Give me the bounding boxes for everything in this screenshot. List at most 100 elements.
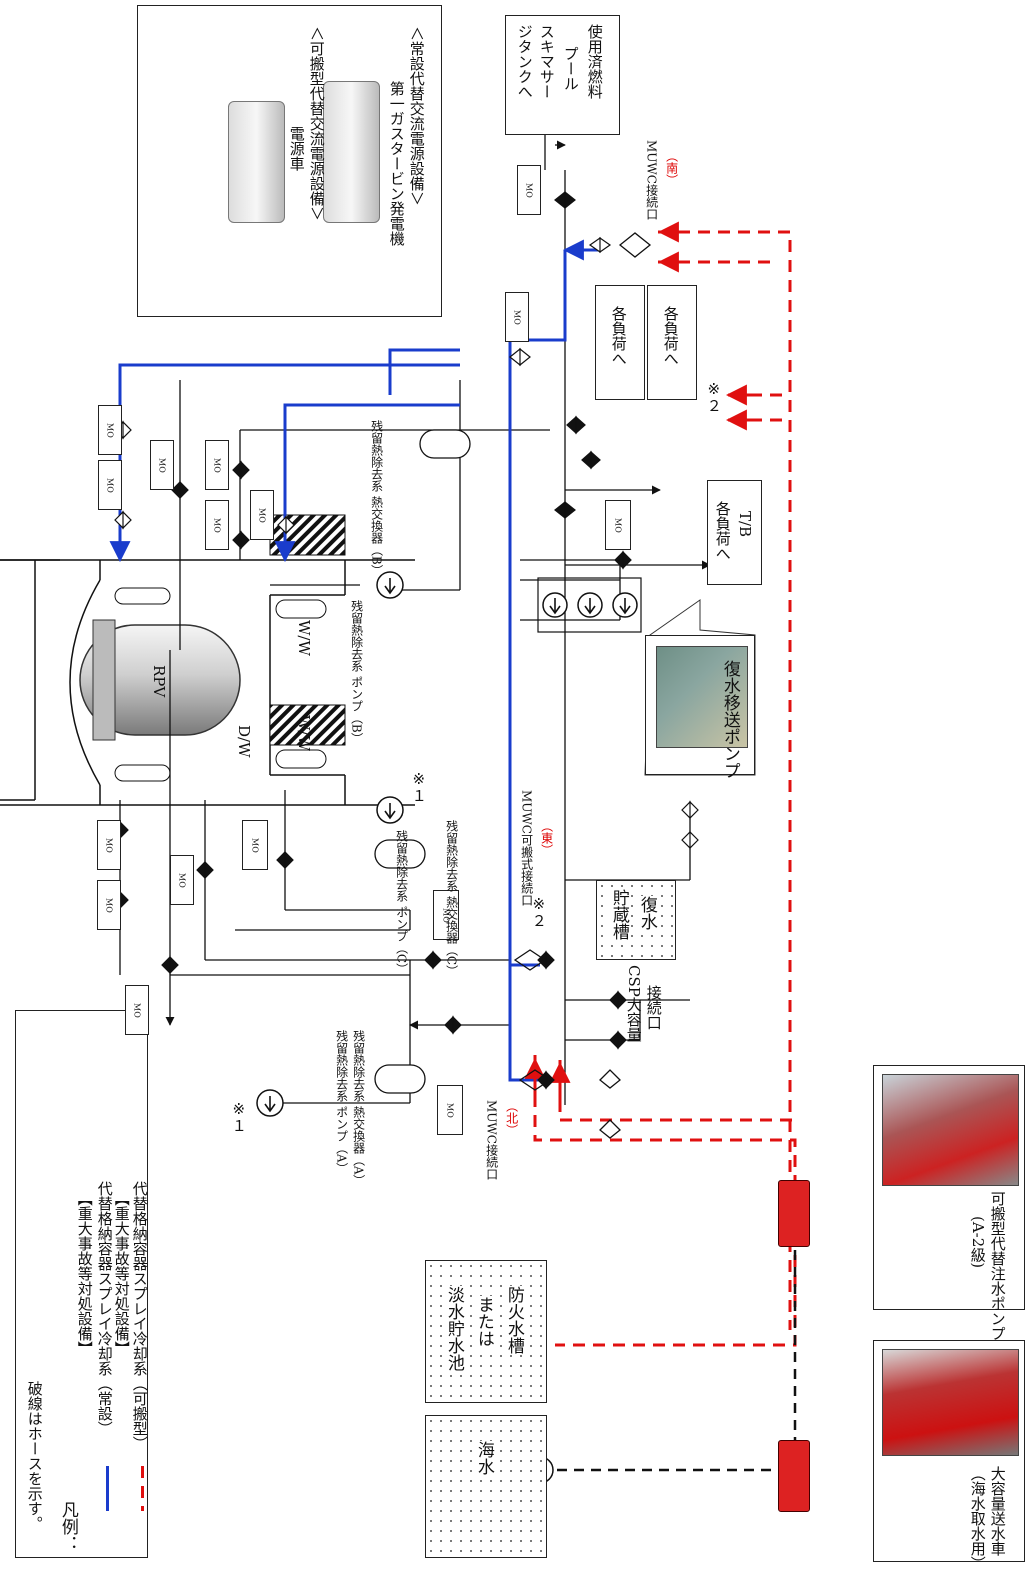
legend-note: 破線はホースを示す。 xyxy=(25,1381,44,1531)
mo-valve: MO xyxy=(433,890,459,940)
rhr-pump-b-label: 残留熱除去系 ポンプ（B） xyxy=(349,600,364,745)
large-truck-label1: 大容量送水車 xyxy=(988,1466,1007,1556)
sfp-line1: 使用済燃料 xyxy=(585,24,604,99)
ww-label-b: W/W xyxy=(294,620,313,656)
tb-load-line1: T/B xyxy=(735,511,754,538)
mo-valve: MO xyxy=(205,440,229,490)
transfer-pump-frame xyxy=(537,577,642,633)
east-connection-sub: （東） xyxy=(539,820,554,856)
transfer-pump-photo-box xyxy=(645,635,755,775)
legend-blue-line xyxy=(106,1466,109,1511)
pump-truck-label1: 可搬型代替注水ポンプ xyxy=(988,1191,1007,1341)
large-truck-photo xyxy=(882,1349,1019,1456)
transfer-pump-label: 復水移送ポンプ xyxy=(719,660,740,779)
mo-valve: MO xyxy=(605,500,631,550)
large-truck-box: （海水取水用） 大容量送水車 xyxy=(873,1340,1025,1571)
pump-truck-label2: (A-2級) xyxy=(968,1216,987,1269)
condensate-line2: 貯蔵槽 xyxy=(608,889,629,940)
containment-walls xyxy=(0,559,415,806)
connectors xyxy=(513,232,652,1139)
valves xyxy=(111,190,699,1090)
mo-valve: MO xyxy=(125,985,149,1035)
south-connection-sub: （南） xyxy=(664,150,679,186)
note1-right: ※１ xyxy=(409,770,428,803)
portable-power-name: 電源車 xyxy=(287,126,306,171)
legend-item2-sub: 【重大事故等対処設備】 xyxy=(112,1191,131,1356)
fire-tank: 淡水貯水池 または 防火水槽 xyxy=(425,1260,547,1403)
rpv-label: RPV xyxy=(149,665,168,698)
mo-valve: MO xyxy=(250,490,274,540)
legend-item1-text: 代替格納容器スプレイ冷却系（常設） xyxy=(95,1181,114,1436)
legend-title: 凡例： xyxy=(57,1501,78,1552)
red-arrowheads xyxy=(524,221,750,1100)
dw-label: D/W xyxy=(234,725,253,758)
rpv-vessel xyxy=(79,619,241,741)
load-box-2: 各負荷へ xyxy=(647,285,697,400)
legend-item2-text: 代替格納容器スプレイ冷却系（可搬型） xyxy=(130,1181,149,1451)
black-hose xyxy=(540,1250,797,1472)
note2-left: ※２ xyxy=(529,895,548,928)
mo-valve: MO xyxy=(437,1085,463,1135)
east-connection-label: MUWC可搬式接続口 xyxy=(519,790,534,906)
mo-valve: MO xyxy=(505,292,529,342)
mo-valve: MO xyxy=(98,460,122,510)
load1-label: 各負荷へ xyxy=(609,306,628,366)
sfp-line2: プール xyxy=(561,46,580,91)
north-connection-sub: （北） xyxy=(504,1100,519,1136)
seawater-tank: 海水 xyxy=(425,1415,547,1558)
legend-box: 凡例： 代替格納容器スプレイ冷却系（常設） 【重大事故等対処設備】 代替格納容器… xyxy=(15,1010,149,1558)
spray-header-lower xyxy=(114,764,171,782)
mo-valve: MO xyxy=(170,855,194,905)
fire-tank-line2: または xyxy=(473,1296,494,1347)
seawater-label: 海水 xyxy=(473,1441,494,1475)
tb-load-box: 各負荷へ T/B xyxy=(707,480,762,585)
mo-valve: MO xyxy=(97,820,121,870)
large-truck-icon xyxy=(778,1440,810,1512)
power-vehicle-image xyxy=(228,101,285,223)
fire-tank-line1: 防火水槽 xyxy=(503,1286,524,1354)
mo-valve: MO xyxy=(242,820,268,870)
legend-item1-sub: 【重大事故等対処設備】 xyxy=(75,1191,94,1356)
gas-turbine-image xyxy=(323,81,380,223)
csp-label-1: CSP大容量 xyxy=(624,965,643,1042)
permanent-power-title: ＜常設代替交流電源設備＞ xyxy=(407,26,426,207)
rhr-hx-b-label: 残留熱除去系 熱交換器（B） xyxy=(369,420,384,577)
fire-tank-line3: 淡水貯水池 xyxy=(443,1286,464,1371)
pump-truck-icon xyxy=(778,1180,810,1247)
note1-left: ※１ xyxy=(229,1100,248,1133)
mo-valve: MO xyxy=(98,405,122,455)
spray-header-upper xyxy=(114,587,171,605)
portable-power-title: ＜可搬型代替交流電源設備＞ xyxy=(307,26,326,222)
south-connection-label: MUWC接続口 xyxy=(644,140,659,220)
rhr-hx-c-label: 残留熱除去系 熱交換器（C） xyxy=(444,820,459,977)
note2-right: ※２ xyxy=(704,380,723,413)
rhr-pump-a-label: 残留熱除去系 ポンプ（A） xyxy=(334,1030,349,1175)
large-truck-label2: （海水取水用） xyxy=(968,1466,987,1571)
condensate-tank: 貯蔵槽 復水 xyxy=(596,880,676,960)
csp-label-2: 接続口 xyxy=(644,985,663,1030)
pump-arrows xyxy=(264,578,631,1480)
ww-label-c: W/W xyxy=(294,715,313,751)
sfp-line4: ジタンクへ xyxy=(515,24,534,99)
pump-truck-photo xyxy=(882,1074,1019,1186)
wetwell-hatch-c xyxy=(269,704,346,746)
rhr-hx-a-label: 残留熱除去系 熱交換器（A） xyxy=(351,1030,366,1187)
mo-valve: MO xyxy=(517,165,541,215)
legend-red-line xyxy=(141,1466,144,1511)
permanent-power-name: 第一ガスタービン発電機 xyxy=(387,81,406,246)
tb-load-line2: 各負荷へ xyxy=(713,501,732,561)
sfp-box: ジタンクへ スキマサー プール 使用済燃料 xyxy=(505,15,620,135)
containment-outline xyxy=(0,559,60,801)
sfp-line3: スキマサー xyxy=(537,24,556,99)
power-box: ＜常設代替交流電源設備＞ 第一ガスタービン発電機 ＜可搬型代替交流電源設備＞ 電… xyxy=(137,5,442,317)
condensate-line1: 復水 xyxy=(636,896,657,930)
north-connection-label: MUWC接続口 xyxy=(484,1100,499,1180)
transfer-pump-photo xyxy=(656,646,748,748)
pump-truck-box: (A-2級) 可搬型代替注水ポンプ xyxy=(873,1065,1025,1341)
load-box-1: 各負荷へ xyxy=(595,285,645,400)
heat-exchangers xyxy=(374,429,471,1094)
load2-label: 各負荷へ xyxy=(661,306,680,366)
mo-valve: MO xyxy=(97,880,121,930)
mo-valve: MO xyxy=(150,440,174,490)
